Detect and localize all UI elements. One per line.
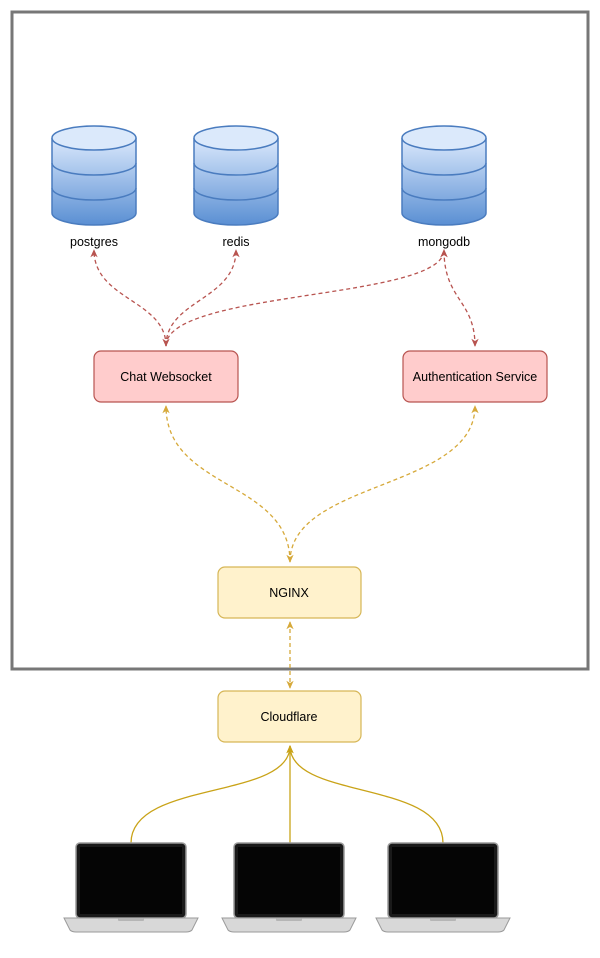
- database-mongodb: mongodb: [401, 125, 487, 249]
- laptop-icon: [221, 842, 357, 933]
- client-laptop-1[interactable]: [63, 842, 199, 933]
- edge-nginx-auth: [289, 405, 479, 563]
- edge-auth-mongodb: [440, 249, 479, 347]
- client-laptop-2[interactable]: [221, 842, 357, 933]
- database-redis: redis: [193, 125, 279, 249]
- database-label-redis: redis: [222, 235, 249, 249]
- database-label-mongodb: mongodb: [418, 235, 470, 249]
- database-cylinder-icon: [401, 125, 487, 226]
- database-cylinder-icon: [193, 125, 279, 226]
- service-box: [93, 350, 239, 403]
- proxy-cloudflare[interactable]: Cloudflare: [217, 690, 362, 743]
- edge-chat-redis: [165, 249, 240, 347]
- database-label-postgres: postgres: [70, 235, 118, 249]
- database-postgres: postgres: [51, 125, 137, 249]
- service-authentication[interactable]: Authentication Service: [402, 350, 548, 403]
- laptop-icon: [375, 842, 511, 933]
- client-laptop-3[interactable]: [375, 842, 511, 933]
- edges: [90, 249, 479, 844]
- proxy-nginx[interactable]: NGINX: [217, 566, 362, 619]
- edge-client-1-cloudflare: [130, 745, 294, 844]
- proxy-label-nginx: NGINX: [269, 586, 309, 600]
- proxy-label-cloudflare: Cloudflare: [261, 710, 318, 724]
- edge-chat-postgres: [90, 249, 170, 347]
- database-cylinder-icon: [51, 125, 137, 226]
- edge-chat-mongodb: [165, 249, 448, 347]
- proxy-box: [217, 690, 362, 743]
- service-label-auth: Authentication Service: [413, 370, 537, 384]
- laptop-icon: [63, 842, 199, 933]
- service-label-chat: Chat Websocket: [120, 370, 212, 384]
- proxy-box: [217, 566, 362, 619]
- server-boundary-frame: [10, 10, 590, 671]
- edge-nginx-chat: [162, 405, 294, 563]
- service-box: [402, 350, 548, 403]
- service-chat-websocket[interactable]: Chat Websocket: [93, 350, 239, 403]
- edge-client-3-cloudflare: [286, 745, 444, 844]
